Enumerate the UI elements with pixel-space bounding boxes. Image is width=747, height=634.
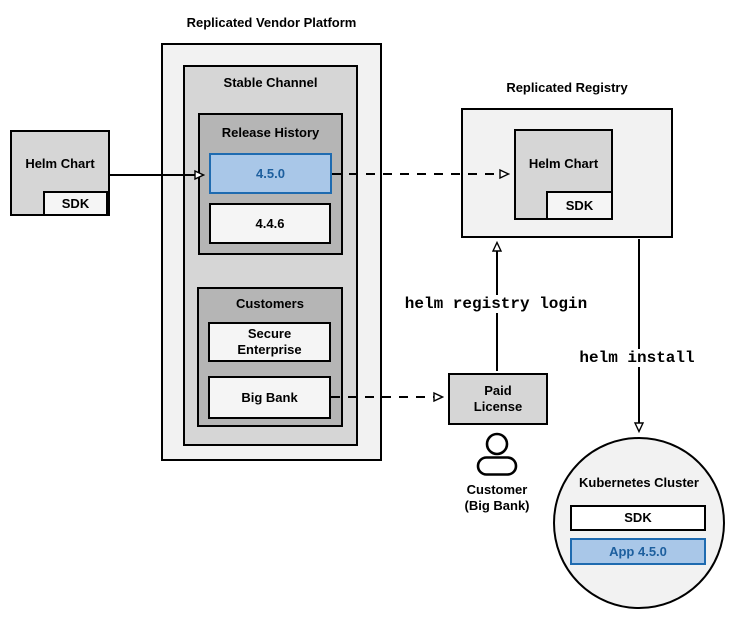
helm-chart-source-sdk-box: SDK (43, 191, 108, 216)
platform-title: Replicated Vendor Platform (186, 15, 357, 30)
paid-license-box[interactable]: Paid License (448, 373, 548, 425)
kubernetes-cluster-title: Kubernetes Cluster (579, 475, 699, 490)
cluster-app-box[interactable]: App 4.5.0 (570, 538, 706, 565)
person-icon (476, 432, 518, 476)
release-4-5-0[interactable]: 4.5.0 (209, 153, 332, 194)
registry-sdk-box: SDK (546, 191, 613, 220)
customer-secure-enterprise[interactable]: Secure Enterprise (208, 322, 331, 362)
stable-channel-title: Stable Channel (223, 75, 318, 90)
release-4-4-6[interactable]: 4.4.6 (209, 203, 331, 244)
customer-big-bank[interactable]: Big Bank (208, 376, 331, 419)
registry-title: Replicated Registry (506, 80, 628, 95)
helm-install-command: helm install (576, 349, 698, 367)
release-history-title: Release History (221, 125, 320, 140)
customer-caption: Customer (Big Bank) (464, 482, 530, 514)
cluster-sdk-box: SDK (570, 505, 706, 531)
customers-title: Customers (236, 296, 304, 311)
helm-registry-login-command: helm registry login (401, 295, 591, 313)
